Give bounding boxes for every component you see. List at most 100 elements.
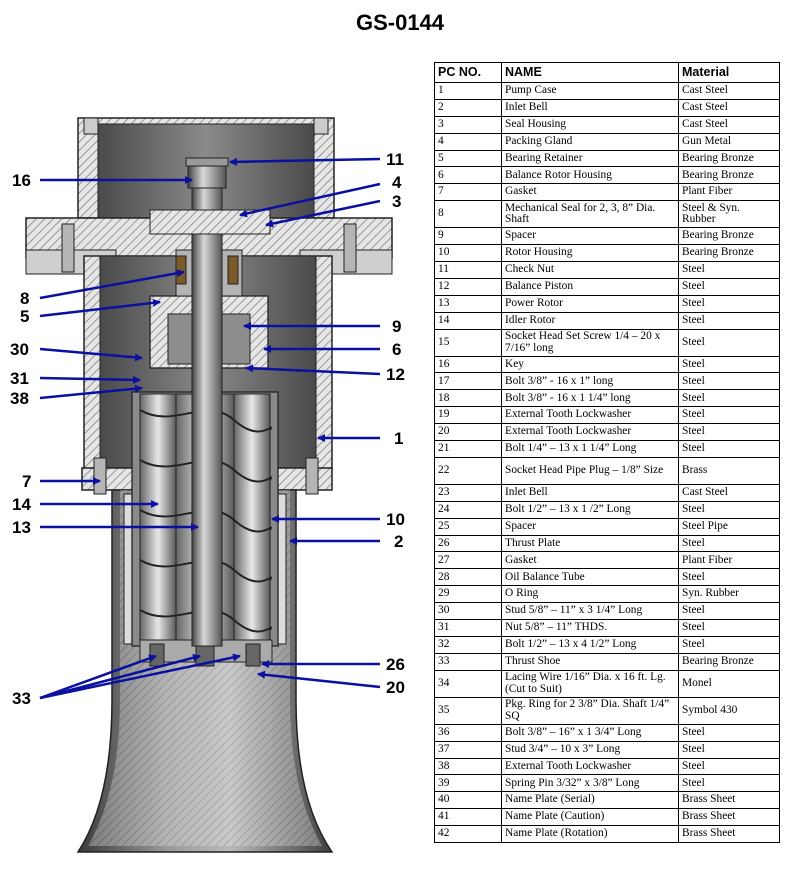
cell-pc-no: 6 bbox=[434, 166, 502, 185]
cell-material: Steel bbox=[678, 389, 780, 408]
cell-pc-no: 40 bbox=[434, 791, 502, 810]
cell-pc-no: 15 bbox=[434, 328, 502, 357]
callout-20: 20 bbox=[386, 678, 405, 697]
cell-pc-no: 13 bbox=[434, 294, 502, 313]
cell-material: Steel bbox=[678, 723, 780, 742]
callout-6: 6 bbox=[392, 340, 401, 359]
cell-pc-no: 18 bbox=[434, 389, 502, 408]
cell-name: External Tooth Lockwasher bbox=[501, 757, 679, 776]
callout-11: 11 bbox=[386, 150, 404, 169]
cell-material: Steel & Syn. Rubber bbox=[678, 200, 780, 229]
cell-material: Steel bbox=[678, 500, 780, 519]
callout-1: 1 bbox=[394, 429, 403, 448]
shaft bbox=[149, 157, 271, 647]
cell-pc-no: 4 bbox=[434, 132, 502, 151]
callout-38: 38 bbox=[10, 389, 29, 408]
cell-name: Idler Rotor bbox=[501, 311, 679, 330]
cell-pc-no: 42 bbox=[434, 825, 502, 843]
cell-name: Power Rotor bbox=[501, 294, 679, 313]
cell-pc-no: 39 bbox=[434, 774, 502, 793]
cell-material: Steel bbox=[678, 619, 780, 637]
cell-name: Name Plate (Rotation) bbox=[501, 825, 679, 843]
cell-name: Rotor Housing bbox=[501, 244, 679, 263]
page-title: GS-0144 bbox=[355, 10, 445, 35]
cell-material: Steel bbox=[678, 440, 780, 458]
cell-name: Check Nut bbox=[501, 261, 679, 279]
cell-pc-no: 30 bbox=[434, 602, 502, 621]
cell-pc-no: 24 bbox=[434, 500, 502, 519]
callout-14: 14 bbox=[12, 495, 31, 514]
cell-material: Bearing Bronze bbox=[678, 244, 780, 263]
cell-pc-no: 37 bbox=[434, 740, 502, 759]
cell-material: Steel bbox=[678, 423, 780, 442]
cell-pc-no: 25 bbox=[434, 517, 502, 536]
cell-name: Bolt 3/8” – 16” x 1 3/4” Long bbox=[501, 723, 679, 742]
header-pc-no: PC NO. bbox=[434, 62, 502, 83]
cell-material: Plant Fiber bbox=[678, 183, 780, 202]
cell-pc-no: 26 bbox=[434, 534, 502, 553]
cell-name: Nut 5/8” – 11” THDS. bbox=[501, 619, 679, 637]
cell-pc-no: 3 bbox=[434, 115, 502, 134]
callout-2: 2 bbox=[394, 532, 403, 551]
cell-name: Inlet Bell bbox=[501, 98, 679, 117]
cell-pc-no: 1 bbox=[434, 82, 502, 100]
cell-material: Steel bbox=[678, 261, 780, 279]
cell-material: Brass Sheet bbox=[678, 791, 780, 810]
cell-name: Spacer bbox=[501, 227, 679, 246]
cell-material: Steel bbox=[678, 328, 780, 357]
callout-9: 9 bbox=[392, 317, 401, 336]
cell-pc-no: 17 bbox=[434, 372, 502, 391]
cell-name: Balance Piston bbox=[501, 277, 679, 296]
cell-name: Name Plate (Caution) bbox=[501, 808, 679, 827]
cell-material: Steel Pipe bbox=[678, 517, 780, 536]
cell-pc-no: 9 bbox=[434, 227, 502, 246]
cell-pc-no: 28 bbox=[434, 568, 502, 587]
cell-pc-no: 32 bbox=[434, 635, 502, 654]
callout-16: 16 bbox=[12, 171, 31, 190]
callout-13: 13 bbox=[12, 518, 31, 537]
cell-material: Bearing Bronze bbox=[678, 652, 780, 671]
cell-pc-no: 10 bbox=[434, 244, 502, 263]
pump-cutaway-diagram: 11 16 4 3 8 5 9 30 6 31 12 38 1 7 14 10 … bbox=[10, 117, 405, 853]
cell-name: Bolt 3/8” - 16 x 1 1/4” long bbox=[501, 389, 679, 408]
cell-name: Gasket bbox=[501, 551, 679, 570]
header-material: Material bbox=[678, 62, 780, 83]
cell-name: Bolt 1/2” – 13 x 4 1/2” Long bbox=[501, 635, 679, 654]
cell-pc-no: 31 bbox=[434, 619, 502, 637]
cell-material: Monel bbox=[678, 669, 780, 698]
cell-pc-no: 38 bbox=[434, 757, 502, 776]
cell-name: Bolt 1/4” – 13 x 1 1/4” Long bbox=[501, 440, 679, 458]
cell-pc-no: 7 bbox=[434, 183, 502, 202]
cell-material: Symbol 430 bbox=[678, 696, 780, 725]
cell-pc-no: 36 bbox=[434, 723, 502, 742]
cell-pc-no: 8 bbox=[434, 200, 502, 229]
cell-name: O Ring bbox=[501, 585, 679, 604]
cell-name: Oil Balance Tube bbox=[501, 568, 679, 587]
cell-material: Steel bbox=[678, 294, 780, 313]
cell-pc-no: 5 bbox=[434, 149, 502, 168]
cell-name: Socket Head Set Screw 1/4 – 20 x 7/16” l… bbox=[501, 328, 679, 357]
